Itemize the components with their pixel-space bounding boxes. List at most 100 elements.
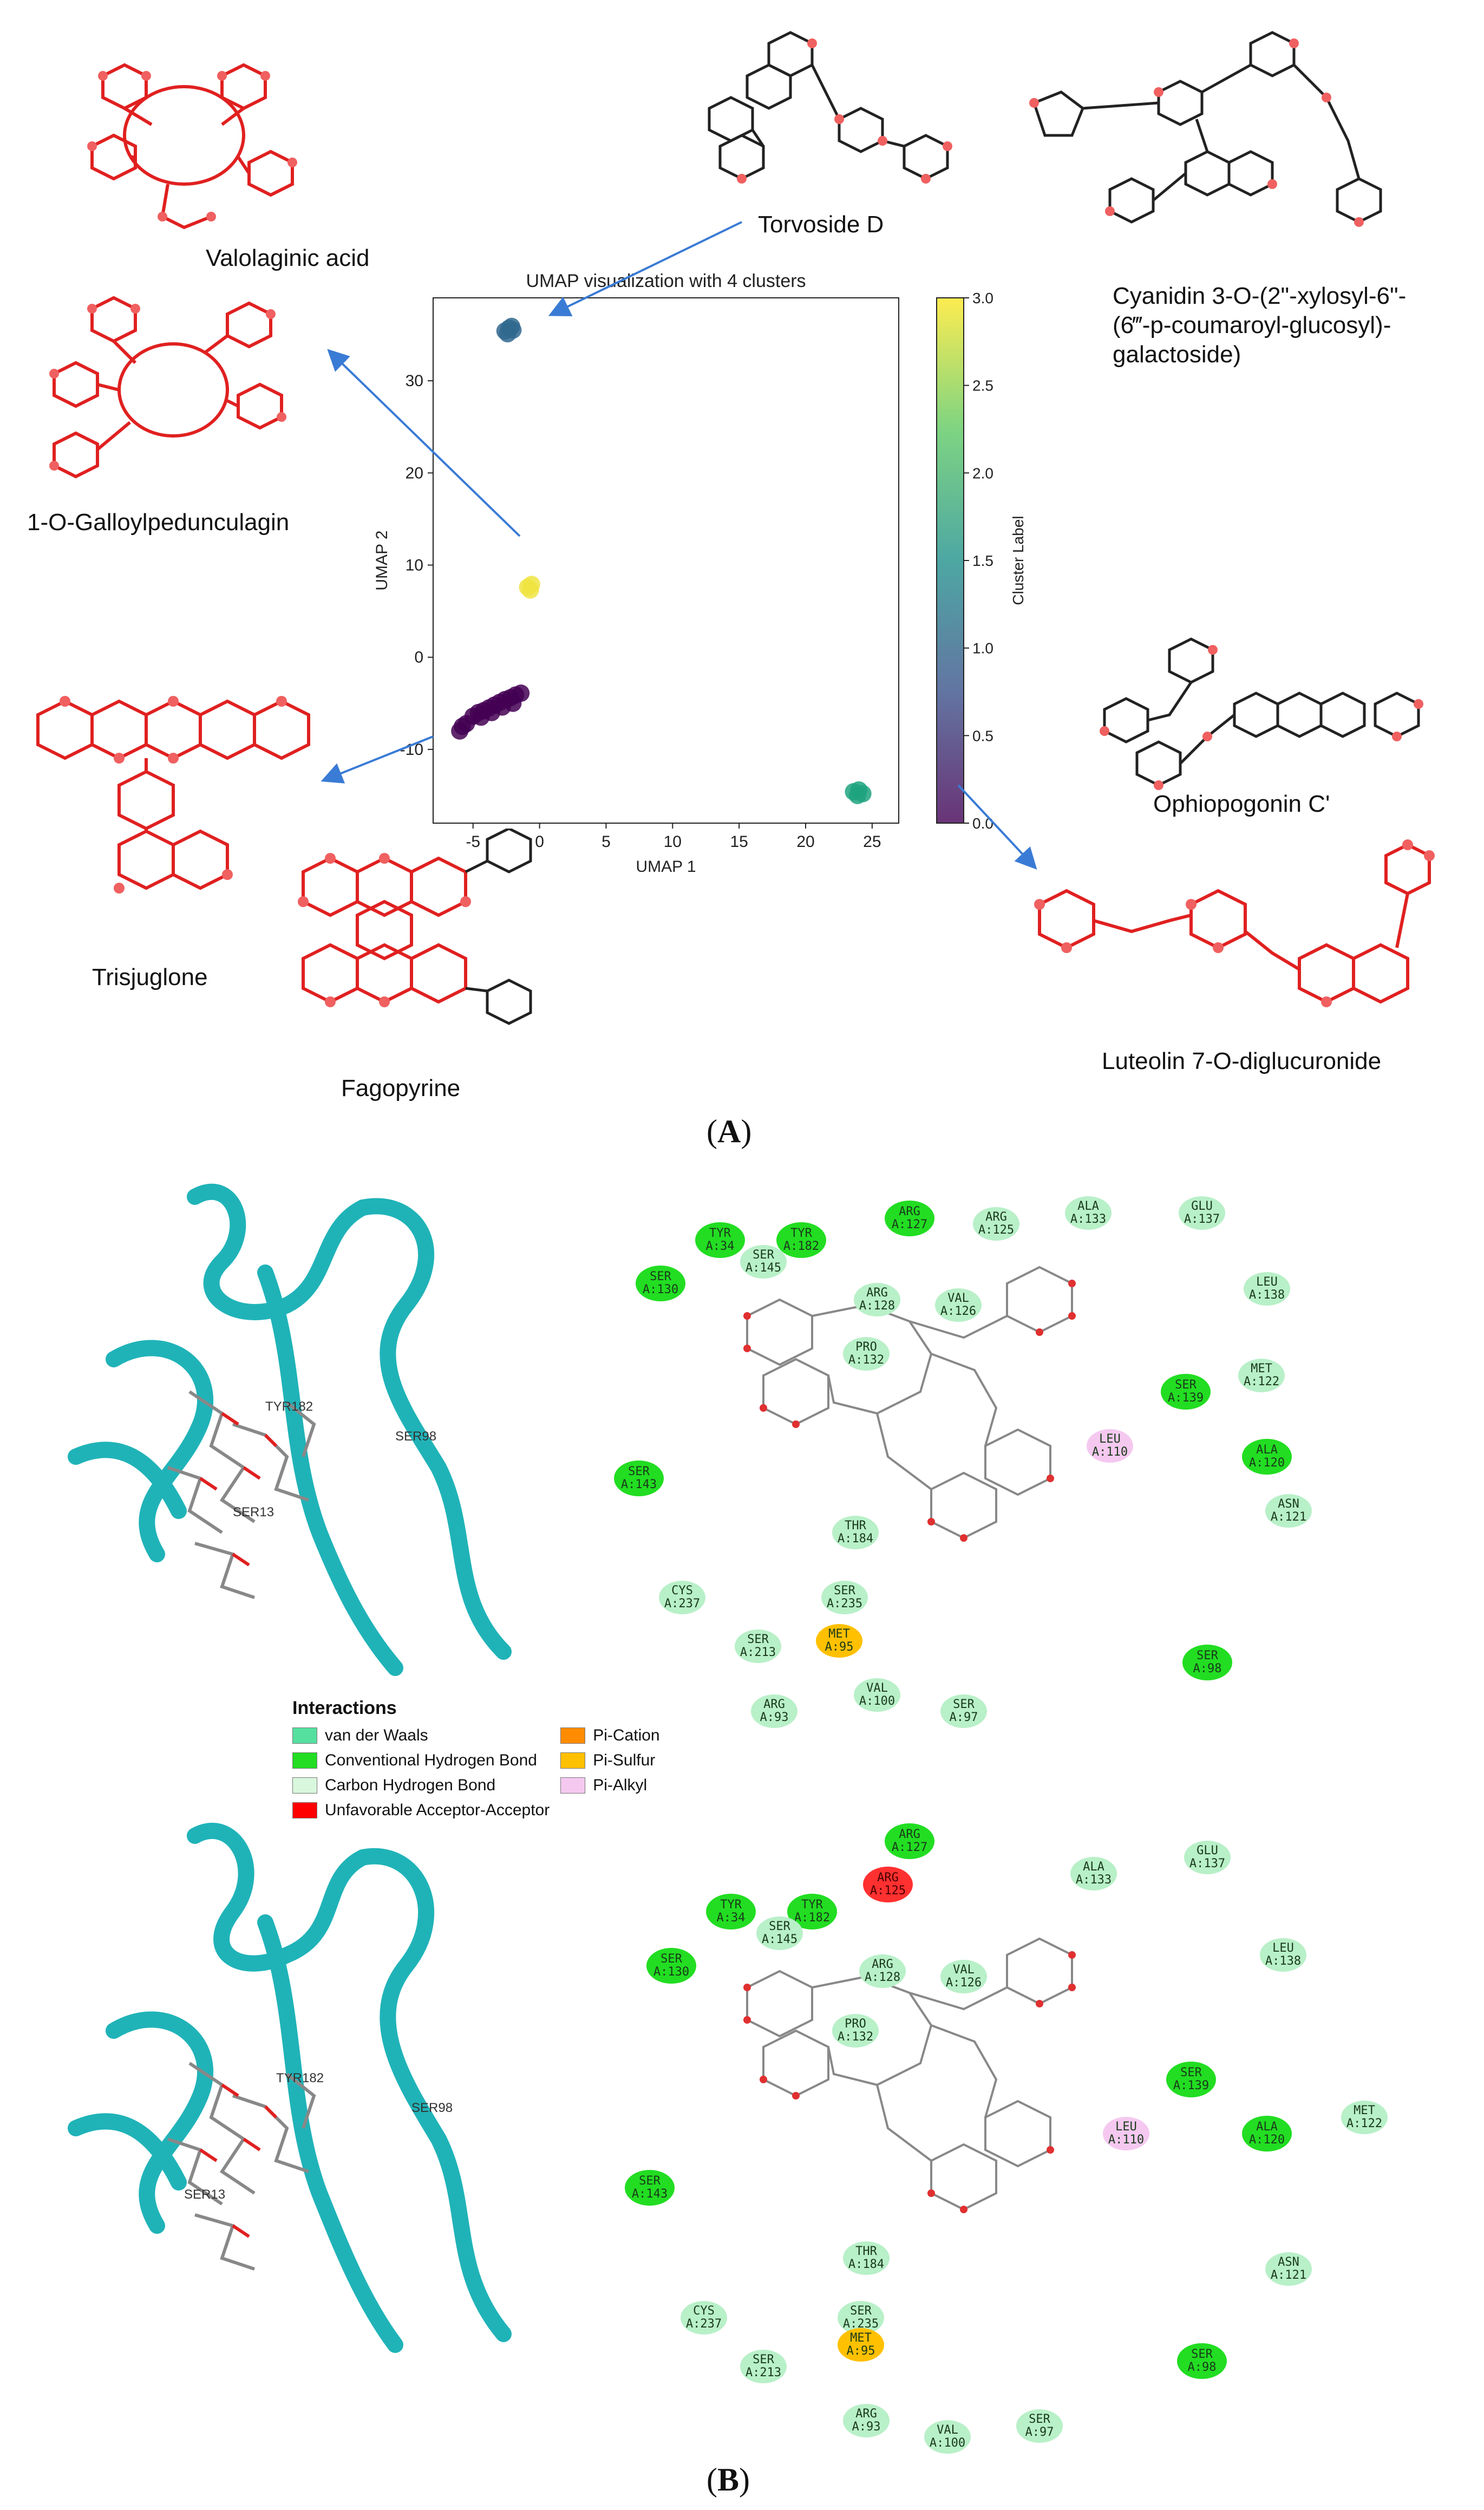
legend-item-hbond: Conventional Hydrogen Bond [292,1751,550,1770]
protein-label-2: SER98 [395,1429,436,1444]
chart-title: UMAP visualization with 4 clusters [526,271,806,291]
legend-item-pi-cation: Pi-Cation [560,1726,715,1745]
compound-label-luteolin: Luteolin 7-O-diglucuronide [1102,1048,1382,1074]
panel-b-label: (B) [707,2462,750,2498]
interaction-legend: Interactions van der Waals Pi-Cation Con… [292,1698,715,1820]
cluster-2-point [848,786,866,804]
cluster-0-point [504,694,522,712]
colorbar-tick-label: 0.5 [972,727,993,744]
legend-title: Interactions [292,1698,397,1718]
compound-label-ophiopogonin: Ophiopogonin C' [1153,791,1330,817]
x-tick-label: -5 [466,833,480,851]
y-axis-label: UMAP 2 [373,530,391,590]
valolaginic-acid-structure [87,63,297,230]
y-tick-label: -10 [400,741,423,759]
legend-item-pi-sulfur: Pi-Sulfur [560,1751,715,1770]
trisjuglone-structure [36,696,310,894]
x-axis-label: UMAP 1 [636,858,696,872]
colorbar-tick-label: 2.0 [972,465,993,481]
annotation-arrows [321,221,1037,870]
protein-ribbon-render-1: TYR182 SER98 SER13 [68,1183,512,1676]
x-tick-label: 0 [535,833,544,851]
cluster-0-point [454,718,472,735]
y-tick-label: 30 [406,372,423,390]
colorbar-tick-label: 2.5 [972,377,993,394]
fagopyrine-structure [298,829,532,1025]
x-tick-label: 25 [863,833,881,851]
cluster-1-point [502,317,520,335]
legend-item-vdw: van der Waals [292,1726,550,1745]
x-tick-label: 10 [664,833,682,851]
y-tick-label: 0 [414,649,423,667]
compound-label-galloylpedunculagin: 1-O-Galloylpedunculagin [27,509,290,536]
protein-label-6: SER13 [184,2187,225,2202]
colorbar-label: Cluster Label [1010,516,1027,605]
colorbar-tick-label: 1.0 [972,640,993,657]
compound-label-torvoside-d: Torvoside D [758,211,884,238]
compound-label-trisjuglone: Trisjuglone [92,964,208,990]
legend-item-unfavorable: Unfavorable Acceptor-Acceptor [292,1801,550,1820]
cluster-3-point [521,581,539,599]
x-tick-label: 20 [796,833,814,851]
colorbar-tick-label: 3.0 [972,290,993,307]
arrow-to-torvoside [548,221,742,317]
compound-label-valolaginic-acid: Valolaginic acid [206,245,370,271]
protein-ribbon-render-2: TYR182 SER98 SER13 [68,1822,512,2353]
ophiopogonin-structure [1100,637,1423,790]
arrow-to-luteolin [957,784,1037,870]
torvoside-d-structure [708,31,952,184]
arrow-to-galloylpedunculagin [327,349,521,537]
y-tick-label: 10 [406,557,423,575]
compound-label-cyanidin: Cyanidin 3-O-(2"-xylosyl-6"- (6‴-p-couma… [1113,283,1407,368]
colorbar [936,297,964,824]
panel-a-label: (A) [707,1113,752,1149]
cyanidin-structure [1029,31,1382,227]
legend-item-carbon-hbond: Carbon Hydrogen Bond [292,1776,550,1795]
protein-label-4: TYR182 [276,2071,324,2085]
legend-item-pi-alkyl: Pi-Alkyl [560,1776,715,1795]
protein-label-1: TYR182 [265,1399,313,1414]
